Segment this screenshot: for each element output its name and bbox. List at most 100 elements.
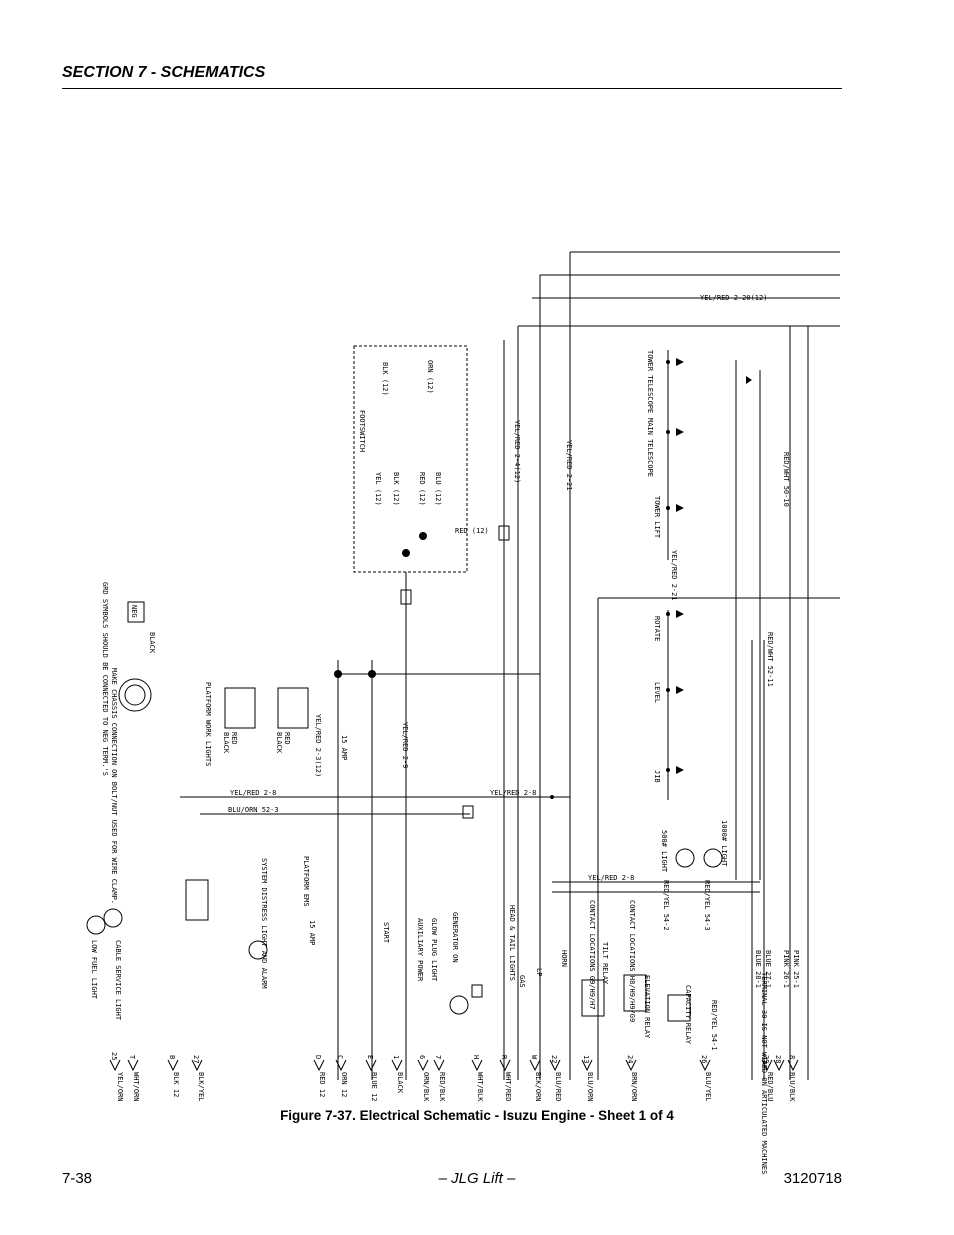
terminal-letter: E [366, 1055, 374, 1059]
terminal-letter: 24 [626, 1055, 634, 1063]
wire-label: BLACK [275, 732, 283, 754]
note-text: CONTACT LOCATIONS G9/H9/H7 [588, 900, 596, 1010]
terminal-code: ORN 12 [340, 1072, 348, 1097]
wire-label: BLUE 27-1 [764, 950, 772, 988]
wire-label: YEL/RED 2-8 [230, 789, 276, 797]
component-label: FOOTSWITCH [358, 410, 366, 452]
terminal-code: BLU/RED [554, 1072, 562, 1102]
schematic-lamps [86, 525, 723, 1022]
page-number: 7-38 [62, 1170, 93, 1187]
wire-label: YEL/RED 2-9 [401, 722, 409, 768]
switch-label: MAIN TELESCOPE [646, 418, 654, 477]
terminal-letter: 26 [700, 1055, 708, 1063]
terminal-code: RED 12 [318, 1072, 326, 1097]
fuse-label: 15 AMP [308, 920, 316, 945]
terminal-letter: W [530, 1055, 538, 1060]
terminal-letter: 1 [392, 1055, 400, 1059]
terminal-code: BLU/ORN [586, 1072, 594, 1102]
schematic-junctions [334, 358, 752, 799]
terminal-code: WHT/RED [504, 1072, 512, 1102]
terminal-letter: D [314, 1055, 322, 1059]
wire-label: YEL/RED 2-4(12) [513, 420, 521, 483]
terminal-code: RED/BLU [766, 1072, 774, 1102]
terminal-letter: C [336, 1055, 344, 1059]
terminal-code: WHT/ORN [132, 1072, 140, 1102]
wire-label: YEL/RED 2-8 [490, 789, 536, 797]
fuse-label: 15 AMP [340, 735, 348, 760]
terminal-code: BRN/ORN [630, 1072, 638, 1102]
component-label: START [382, 922, 390, 944]
component-label: GENERATOR ON [451, 912, 459, 963]
wire-label: BLACK [148, 632, 156, 654]
wire-label: BLUE 28-1 [754, 950, 762, 988]
wire-label: RED [283, 732, 291, 745]
terminal-code: BLU/BLK [788, 1072, 796, 1102]
wire-label: BLK (12) [381, 362, 389, 396]
terminal-code: WHT/BLK [476, 1072, 484, 1102]
component-label: CAPACITY RELAY [684, 985, 692, 1045]
component-label: HEAD & TAIL LIGHTS [508, 905, 516, 981]
wire-label: YEL/RED 2-21 [565, 440, 573, 491]
wire-label: RED/WHT 50-10 [782, 452, 790, 507]
terminal-code: ORN/BLK [422, 1072, 430, 1102]
wire-label: RED/YEL 54-1 [710, 1000, 718, 1051]
component-label: SYSTEM DISTRESS LIGHT AND ALARM [260, 858, 268, 989]
switch-label: LEVEL [653, 682, 661, 703]
component-label: GAS [518, 975, 526, 988]
note-text: GRD SYMBOLS SHOULD BE CONNECTED TO NEG T… [101, 582, 109, 776]
component-label: GLOW PLUG LIGHT [430, 918, 438, 982]
terminal-letter: 28 [774, 1055, 782, 1063]
footer-brand: – JLG Lift – [438, 1170, 516, 1187]
note-text: TERMINAL 30 IS NOT WIRED ON ARTICULATED … [760, 972, 768, 1174]
wire-label: RED/WHT 52-11 [766, 632, 774, 687]
document-number: 3120718 [783, 1170, 842, 1187]
note-text: CONTACT LOCATIONS H8/H9/H9/G9 [628, 900, 636, 1022]
terminal-letter: T [128, 1055, 136, 1060]
component-label: PLATFORM WORK LIGHTS [204, 682, 212, 766]
component-label: PLATFORM EMS [302, 856, 310, 907]
terminal-code: BLUE 12 [370, 1072, 378, 1102]
wire-label: PINK 26-1 [782, 950, 790, 988]
component-label: AUXILIARY POWER [416, 918, 424, 982]
wire-label: BLACK [222, 732, 230, 754]
wire-label: BLU (12) [434, 472, 442, 506]
wire-label: RED (12) [418, 472, 426, 506]
terminal-code: YEL/ORN [116, 1072, 124, 1102]
wire-label: BLU/ORN 52-3 [228, 806, 279, 814]
wire-label: YEL/RED 2-21 [670, 550, 678, 601]
terminal-arrows [109, 1059, 799, 1072]
switch-label: TOWER LIFT [653, 496, 661, 539]
terminal-letter: 8 [788, 1055, 796, 1059]
figure-caption: Figure 7-37. Electrical Schematic - Isuz… [280, 1108, 674, 1123]
switch-label: JIB [653, 770, 661, 783]
wire-label: RED/YEL 54-2 [662, 880, 670, 931]
wire-label: YEL/RED 2-8 [588, 874, 634, 882]
terminal-letter: B [168, 1055, 176, 1059]
terminal-letter: 25 [110, 1052, 118, 1060]
switch-label: ROTATE [653, 616, 661, 641]
component-label: LP [535, 968, 543, 976]
component-label: ELEVATION RELAY [643, 975, 651, 1039]
terminal-letter: 22 [550, 1055, 558, 1063]
section-title: SECTION 7 - SCHEMATICS [62, 64, 266, 81]
terminal-code: BLK/YEL [197, 1072, 205, 1102]
wire-label: YEL/RED 2-3(12) [314, 714, 322, 777]
terminal-code: BLK/ORN [534, 1072, 542, 1102]
component-label: 1000# LIGHT [720, 820, 728, 867]
wire-label: YEL/RED 2-20(12) [700, 294, 767, 302]
component-label: CABLE SERVICE LIGHT [114, 940, 122, 1021]
wire-label: ORN (12) [426, 360, 434, 394]
schematic-wiring [180, 251, 840, 1080]
component-label: HORN [560, 950, 568, 967]
terminal-letter: 13 [582, 1055, 590, 1063]
terminal-letter: R [500, 1055, 508, 1060]
wire-label: YEL (12) [374, 472, 382, 506]
terminal-code: BLK 12 [172, 1072, 180, 1097]
terminal-letter: 7 [434, 1055, 442, 1059]
switch-label: TOWER TELESCOPE [646, 350, 654, 413]
note-text: MAKE CHASSIS CONNECTION ON BOLT/NUT USED… [110, 668, 118, 904]
wire-label: RED (12) [455, 527, 489, 535]
component-label: 500# LIGHT [660, 830, 668, 873]
terminal-label: NEG [130, 605, 138, 618]
